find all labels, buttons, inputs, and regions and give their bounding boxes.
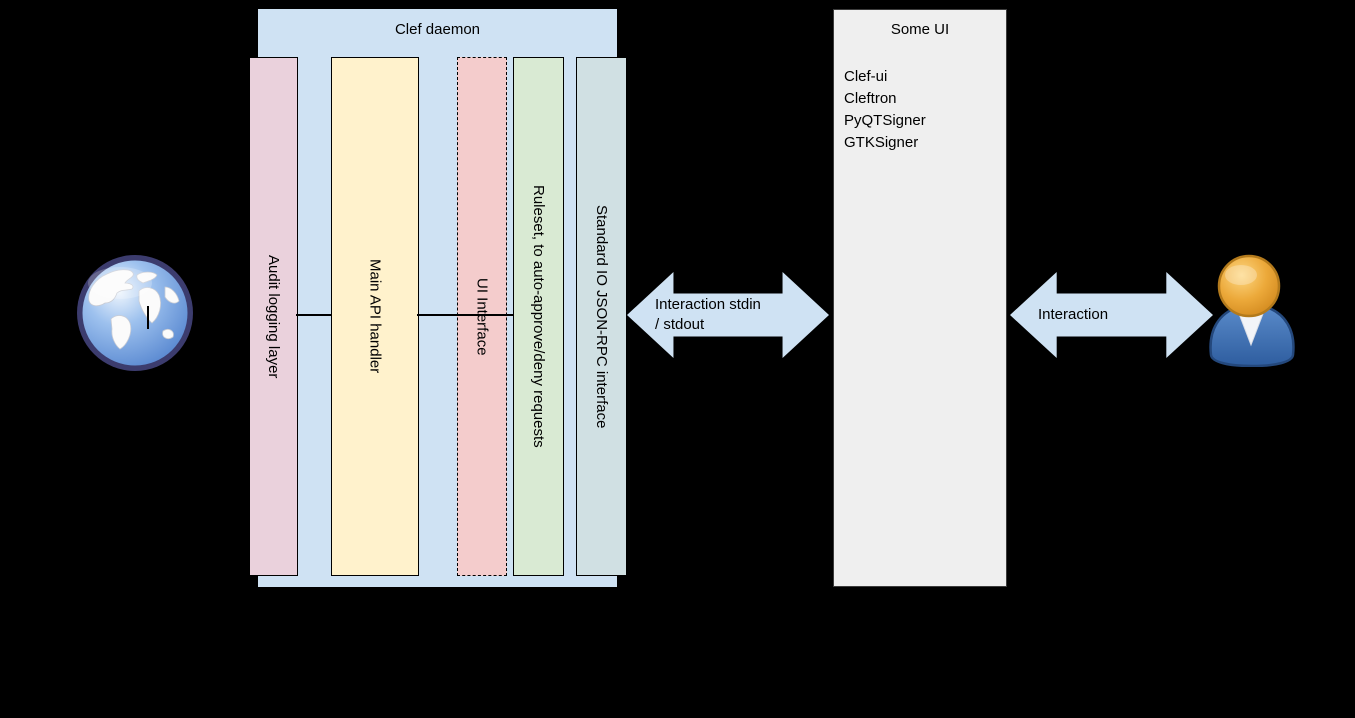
bar-main-api-handler: Main API handler — [331, 57, 419, 576]
some-ui-list-item: Clef-ui — [844, 68, 888, 85]
user-icon — [1209, 254, 1295, 367]
bar-stdio-json-rpc-interface-label: Standard IO JSON-RPC interface — [593, 204, 610, 429]
text-cursor-artifact — [147, 306, 149, 329]
bar-ui-interface: UI Interface — [457, 57, 507, 576]
some-ui-list-item: GTKSigner — [844, 134, 919, 151]
some-ui-list-item: Cleftron — [844, 90, 897, 107]
arrow-stdin-stdout-label-line1: Interaction stdin — [655, 296, 761, 313]
bar-ui-interface-label: UI Interface — [473, 277, 491, 356]
arrow-stdin-stdout-label: Interaction stdin / stdout — [655, 295, 761, 335]
bar-audit-logging-layer-label: Audit logging layer — [265, 254, 282, 379]
bar-stdio-json-rpc-interface: Standard IO JSON-RPC interface — [576, 57, 627, 576]
some-ui-title: Some UI — [890, 21, 950, 38]
some-ui-box: Some UI Clef-ui Cleftron PyQTSigner GTKS… — [833, 9, 1007, 587]
some-ui-list: Clef-ui Cleftron PyQTSigner GTKSigner — [844, 66, 926, 154]
arrow-interaction-label: Interaction — [1038, 306, 1109, 323]
connector-audit-to-api — [296, 314, 331, 316]
bar-main-api-handler-label: Main API handler — [366, 259, 384, 374]
connector-api-to-ruleset — [417, 314, 513, 316]
arrow-stdin-stdout-label-line2: / stdout — [655, 316, 705, 333]
some-ui-list-item: PyQTSigner — [844, 112, 926, 129]
bar-audit-logging-layer: Audit logging layer — [249, 57, 298, 576]
globe-icon — [77, 255, 193, 371]
clef-daemon-title: Clef daemon — [394, 21, 481, 38]
bar-ruleset-label: Ruleset, to auto-approve/deny requests — [530, 185, 547, 448]
user-head — [1217, 254, 1281, 318]
bar-ruleset: Ruleset, to auto-approve/deny requests — [513, 57, 564, 576]
